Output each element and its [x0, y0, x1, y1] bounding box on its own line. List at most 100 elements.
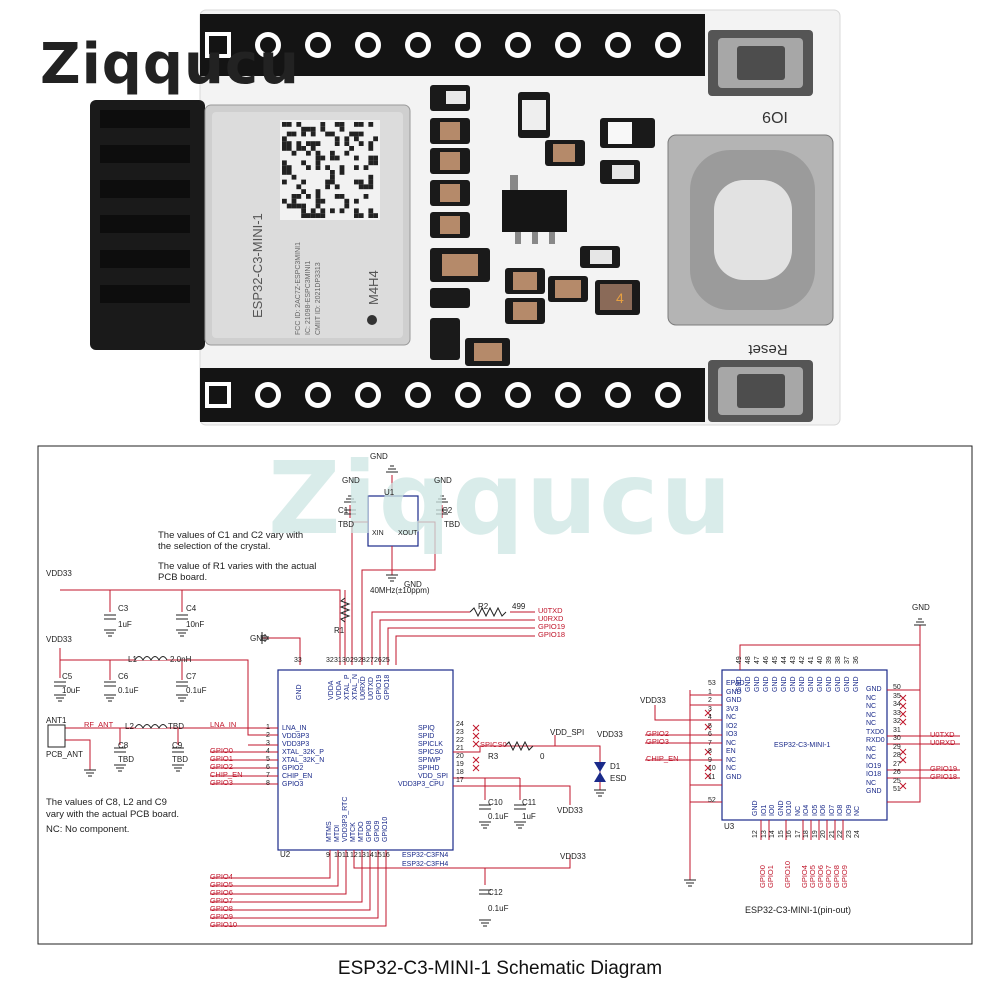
u3-pin-left: EPAD	[726, 680, 745, 687]
net-left-gpio0: GPIO0	[210, 746, 233, 755]
u3-pin-number: 33	[893, 709, 901, 717]
u3-pin-left: GND	[726, 773, 742, 781]
net-bottom-gpio6: GPIO6	[210, 888, 233, 897]
label-c10: C10	[488, 798, 503, 807]
label-ant1: ANT1	[46, 716, 67, 725]
u3-pin-top: GND	[736, 676, 743, 692]
u3-bottom-net: GPIO10	[783, 860, 792, 888]
u2-name-1: ESP32-C3FN4	[402, 852, 449, 859]
label-u3: U3	[724, 822, 735, 831]
fcc-line-3: CMIIT ID: 2021DP3313	[315, 262, 322, 335]
u3-pin-bottom: GND	[752, 800, 759, 816]
u2-pin-bottom: MTDI	[334, 824, 341, 842]
u3-pin-number: 27	[893, 760, 901, 768]
label-vdd33-6: VDD33	[597, 730, 623, 739]
u2-pin-bottom: GPIO10	[382, 816, 389, 842]
u2-pin-number: 10	[334, 852, 342, 859]
label-vdd-spi: VDD_SPI	[550, 728, 585, 737]
u3-pin-number-top: 46	[763, 656, 770, 664]
label-u2: U2	[280, 850, 291, 859]
u3-pin-number: 20	[820, 830, 827, 838]
u2-pin-bottom: GPIO9	[374, 820, 381, 842]
u3-pin-top: GND	[817, 676, 824, 692]
ground-symbols	[54, 465, 926, 927]
u3-bottom-net: GPIO9	[840, 865, 849, 888]
u3-pin-top: GND	[844, 676, 851, 692]
u2-pin-top: VDDA	[328, 680, 335, 700]
net-bottom-gpio10: GPIO10	[210, 920, 238, 929]
u2-pin-number: 25	[382, 657, 390, 664]
u2-pin-top: XTAL_N	[352, 674, 359, 700]
u3-pin-right: NC	[866, 694, 877, 702]
u2-pin-number: 12	[350, 852, 358, 859]
label-r1: R1	[334, 626, 345, 635]
u2-pin-number: 29	[350, 657, 358, 664]
label-gnd-u1b: GND	[404, 580, 422, 589]
schematic-frame	[37, 445, 973, 945]
u3-pin-top: GND	[763, 676, 770, 692]
esd-diode	[594, 762, 606, 772]
chip-marking: 4	[616, 290, 624, 306]
u3-pin-right: GND	[866, 686, 882, 693]
u2-pin-top: GPIO18	[384, 674, 391, 700]
net-u3-chip-en: CHIP_EN	[646, 754, 679, 763]
u3-pin-top: GND	[754, 676, 761, 692]
qr-code	[280, 120, 380, 220]
label-c1: C1	[338, 506, 349, 515]
label-vdd33-1: VDD33	[46, 569, 72, 578]
label-c7: C7	[186, 672, 197, 681]
u3-pin-number-top: 36	[853, 656, 860, 664]
label-vdd33-3: VDD33	[560, 852, 586, 861]
u2-pin-number: 28	[358, 657, 366, 664]
u2-pin-number: 14	[366, 852, 374, 859]
label-c8-value: TBD	[118, 755, 134, 764]
u3-pin-bottom: IO7	[828, 804, 836, 816]
u2-pin-number: 26	[374, 657, 382, 664]
reset-label: Reset	[748, 341, 788, 358]
u3-pin-number-top: 48	[745, 656, 752, 664]
u3-pin-number: 23	[845, 830, 853, 838]
u3-pin-bottom: IO8	[837, 804, 844, 816]
label-r3: R3	[488, 752, 499, 761]
u3-pin-number: 14	[769, 830, 776, 838]
label-xout: XOUT	[398, 530, 418, 537]
net-left-gpio1: GPIO1	[210, 754, 233, 763]
label-c4: C4	[186, 604, 197, 613]
u3-pin-number: 3	[708, 705, 712, 713]
u3-pin-number: 19	[811, 830, 819, 838]
resistor-r2	[469, 606, 507, 618]
u3-pin-number: 30	[893, 735, 901, 742]
u3-pin-left: NC	[726, 714, 737, 721]
note-crystal-1: The values of C1 and C2 vary with	[158, 530, 304, 541]
u2-pin-number: 13	[358, 852, 366, 859]
u3-pin-number: 17	[794, 830, 802, 838]
header-pads-top	[205, 32, 681, 58]
u2-pin-number: 3	[266, 740, 270, 747]
u3-pin-number: 34	[893, 701, 901, 708]
u2-pin-bottom: VDD3P3_RTC	[342, 796, 349, 842]
u2-pin-top: XTAL_P	[344, 674, 351, 700]
u3-pin-number: 28	[893, 752, 901, 759]
label-c9-value: TBD	[172, 755, 188, 764]
u3-pin-number: 52	[708, 797, 716, 804]
u3-pin-number-top: 49	[736, 656, 743, 664]
u3-pin-number-top: 47	[754, 656, 761, 664]
io9-label: IO9	[762, 108, 788, 125]
u3-pin-number: 24	[854, 830, 861, 838]
u2-pin-number: 17	[456, 777, 464, 784]
u2-pin-bottom: GPIO8	[366, 820, 373, 842]
u2-pin-number: 8	[266, 780, 270, 787]
note-c8-1: The values of C8, L2 and C9	[46, 797, 167, 808]
u3-pin-number: 51	[893, 786, 901, 793]
u3-pin-number-top: 45	[772, 656, 779, 664]
u3-pin-right: NC	[866, 779, 877, 787]
net-left-gpio2: GPIO2	[210, 762, 233, 771]
u3-pin-left: 3V3	[726, 705, 739, 713]
net-gpio19: GPIO19	[538, 622, 566, 631]
u3-pin-left: NC	[726, 739, 737, 747]
net-bottom-gpio4: GPIO4	[210, 872, 233, 881]
label-c5-value: 10uF	[62, 686, 81, 695]
u3-pin-right: IO19	[866, 762, 882, 770]
u2-pin-number: 2	[266, 732, 270, 739]
u3-pin-number: 21	[828, 830, 836, 838]
